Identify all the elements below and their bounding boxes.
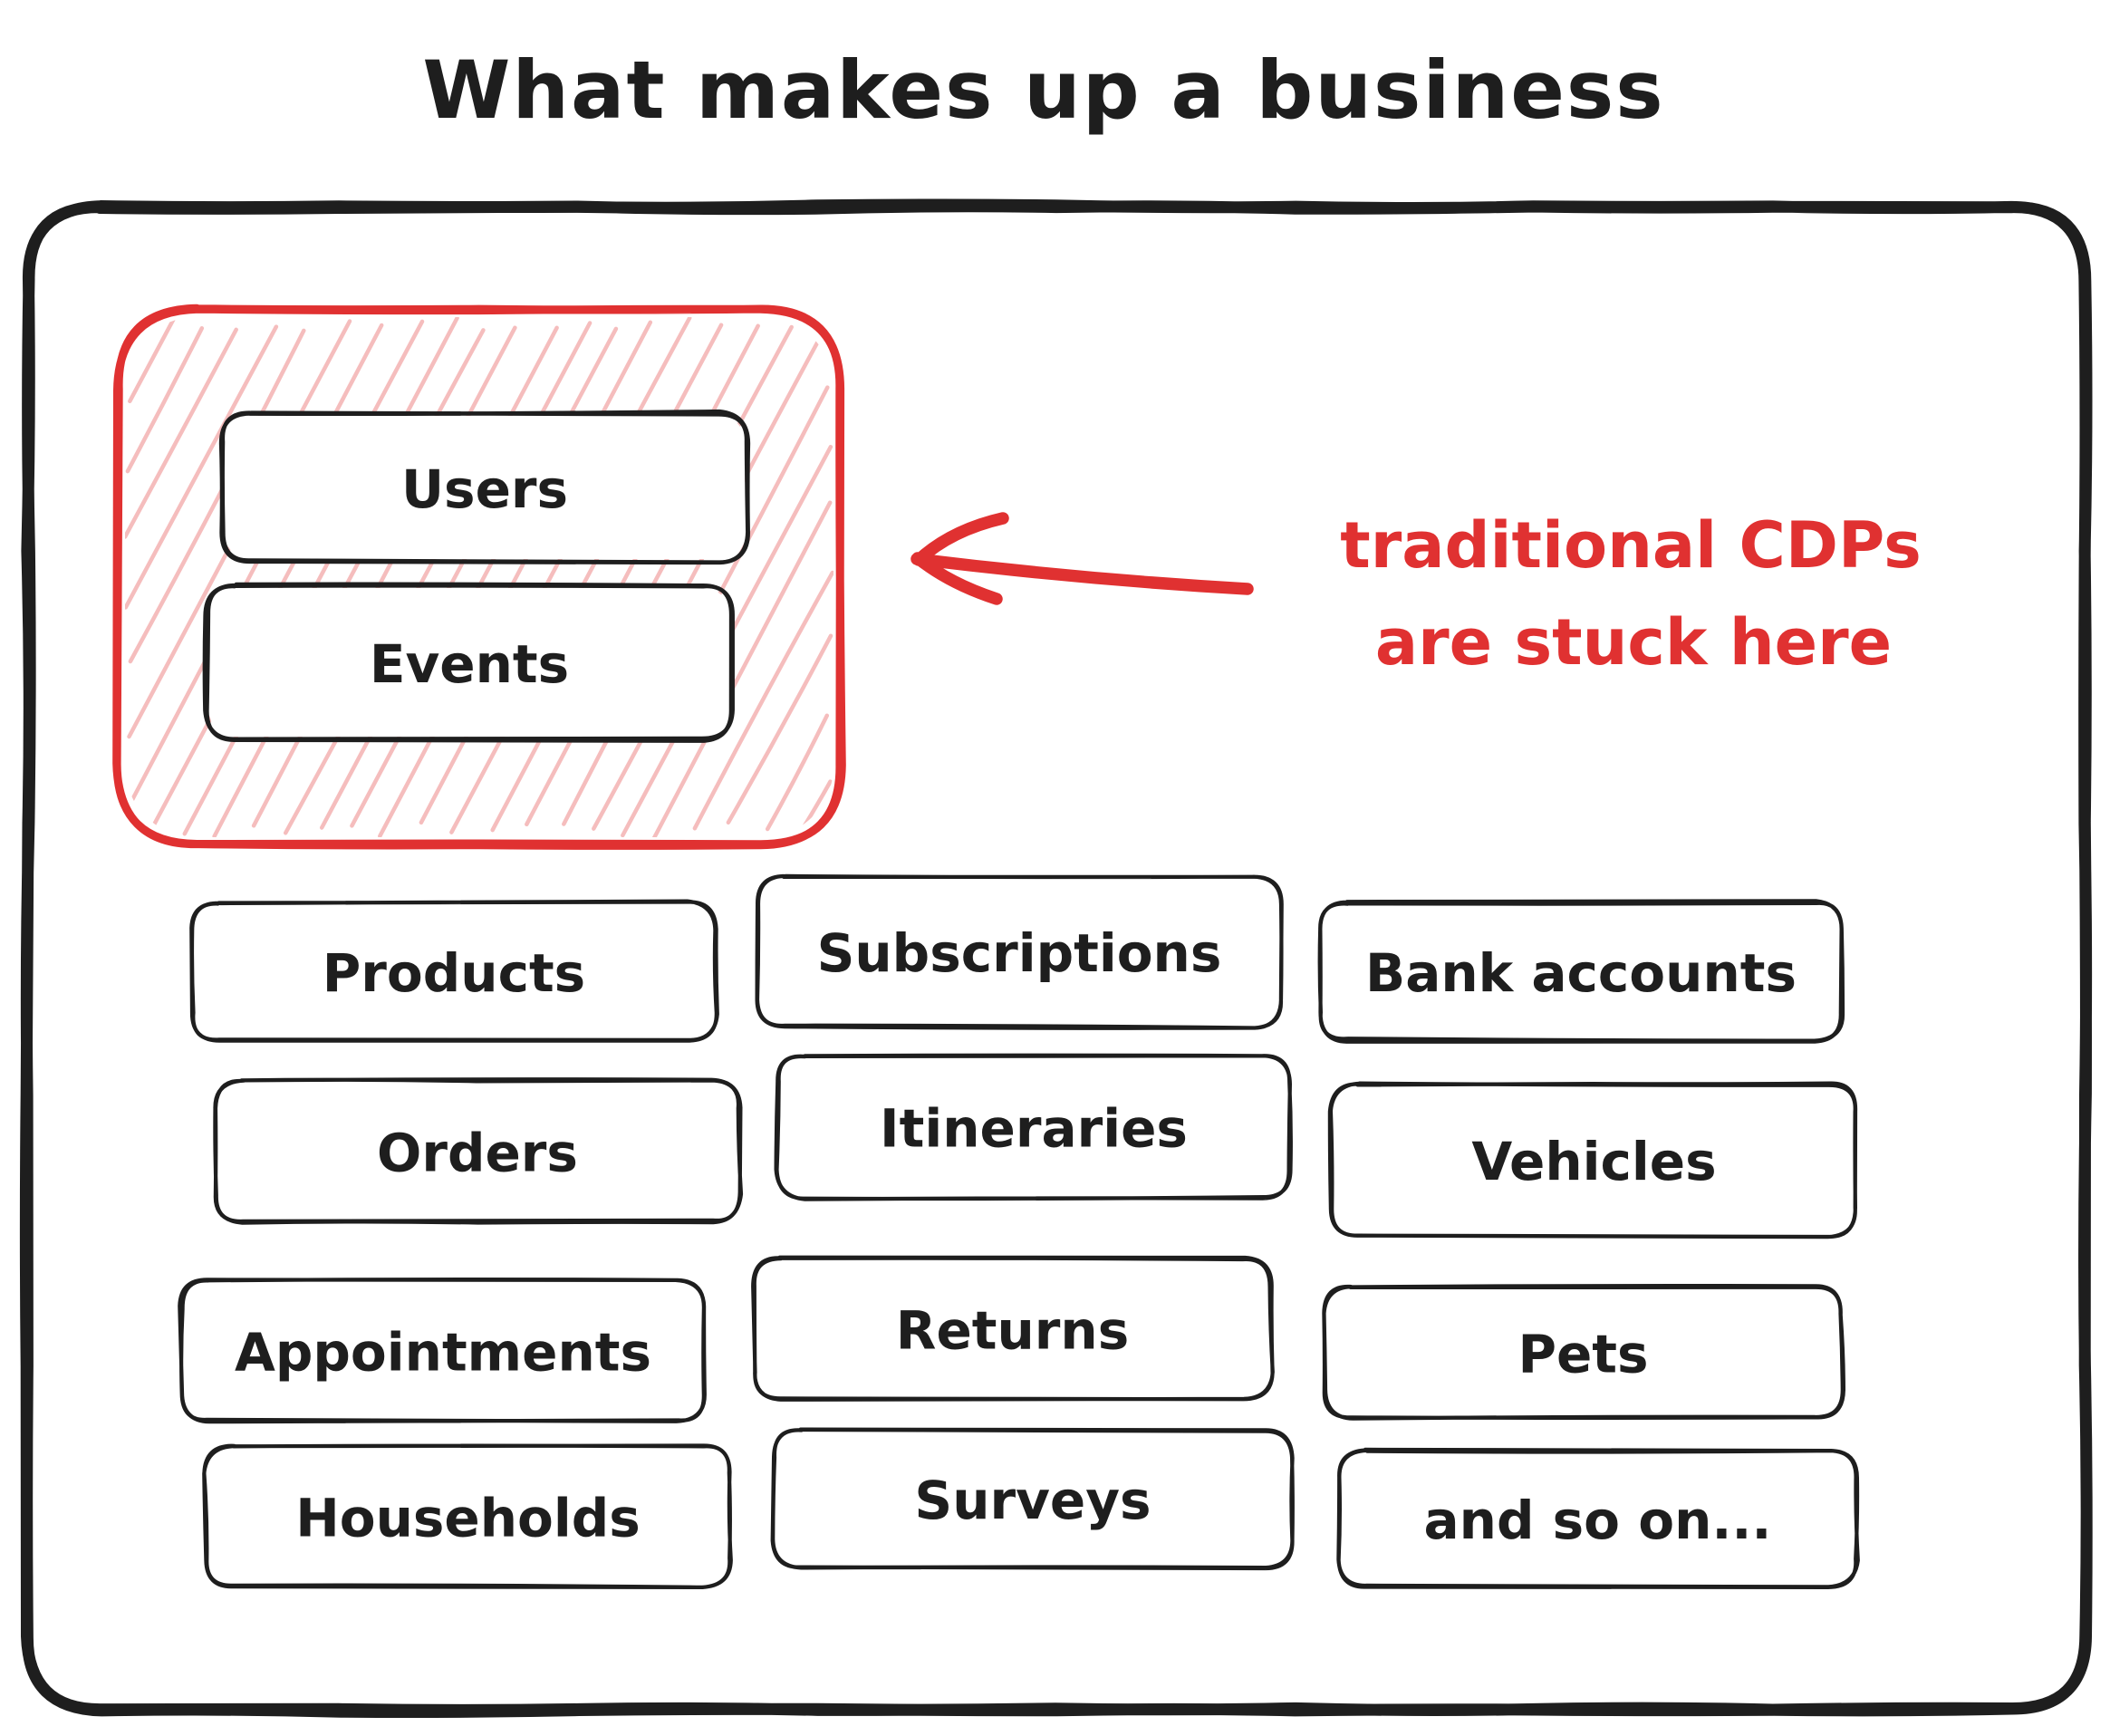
users-node-label: Users <box>401 458 568 520</box>
users-node: Users <box>218 409 751 565</box>
events-node-fill <box>209 588 729 737</box>
households-node-label: Households <box>295 1488 641 1549</box>
products-node-outline <box>189 899 719 1043</box>
and-so-on-node-label: and so on... <box>1424 1490 1772 1551</box>
and-so-on-node-outline <box>1336 1447 1860 1590</box>
surveys-node-outline <box>770 1427 1295 1571</box>
subscriptions-node-label: Subscriptions <box>817 922 1222 984</box>
bank-accounts-node: Bank accounts <box>1317 899 1845 1044</box>
events-node-outline <box>202 582 735 743</box>
subscriptions-node: Subscriptions <box>755 873 1284 1030</box>
events-node-label: Events <box>370 633 569 695</box>
vehicles-node: Vehicles <box>1327 1081 1858 1239</box>
appointments-node: Appointments <box>178 1277 707 1424</box>
products-node: Products <box>189 899 719 1043</box>
orders-node: Orders <box>213 1077 744 1225</box>
returns-node: Returns <box>751 1255 1275 1402</box>
events-node: Events <box>202 582 735 743</box>
itineraries-node-label: Itineraries <box>880 1098 1188 1160</box>
vehicles-node-label: Vehicles <box>1471 1131 1716 1192</box>
returns-node-label: Returns <box>896 1300 1129 1362</box>
products-node-label: Products <box>323 942 585 1004</box>
returns-node-outline <box>751 1255 1275 1402</box>
pets-node-label: Pets <box>1517 1324 1648 1385</box>
users-node-outline <box>218 409 751 565</box>
bank-accounts-node-label: Bank accounts <box>1365 942 1797 1004</box>
and-so-on-node: and so on... <box>1336 1447 1860 1590</box>
vehicles-node-outline <box>1327 1081 1858 1239</box>
annotation-text: traditional CDPs are stuck here <box>1340 508 1922 680</box>
users-node-fill <box>225 416 745 559</box>
orders-node-outline <box>213 1077 744 1225</box>
surveys-node-label: Surveys <box>914 1470 1151 1531</box>
households-node: Households <box>202 1443 733 1590</box>
annotation-line-2: are stuck here <box>1375 605 1892 680</box>
surveys-node: Surveys <box>770 1427 1295 1571</box>
appointments-node-label: Appointments <box>235 1322 651 1384</box>
subscriptions-node-outline <box>755 873 1284 1030</box>
business-frame <box>19 198 2093 1719</box>
pets-node-outline <box>1322 1284 1845 1421</box>
cdp-scope-hatch <box>125 317 833 837</box>
diagram-title: What makes up a business <box>422 43 1664 137</box>
households-node-outline <box>202 1443 733 1590</box>
bank-accounts-node-outline <box>1317 899 1845 1044</box>
annotation-line-1: traditional CDPs <box>1340 508 1922 583</box>
itineraries-node: Itineraries <box>774 1053 1293 1201</box>
cdp-scope-group <box>112 304 846 850</box>
pets-node: Pets <box>1322 1284 1845 1421</box>
appointments-node-outline <box>178 1277 707 1424</box>
itineraries-node-outline <box>774 1053 1293 1201</box>
annotation-arrow-icon <box>910 512 1254 605</box>
orders-node-label: Orders <box>377 1123 578 1184</box>
cdp-scope-border <box>112 304 846 850</box>
